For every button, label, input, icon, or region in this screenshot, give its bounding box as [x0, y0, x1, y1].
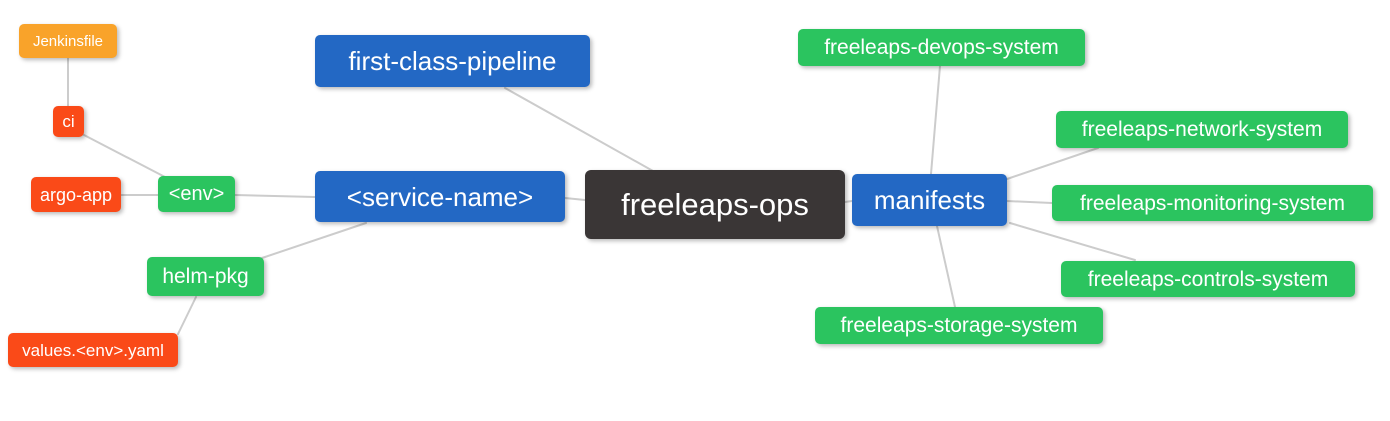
node-argo-app[interactable]: argo-app: [31, 177, 121, 212]
edge-manifests-network-system: [1006, 147, 1099, 180]
node-freeleaps-network-system[interactable]: freeleaps-network-system: [1056, 111, 1348, 148]
node-first-class-pipeline[interactable]: first-class-pipeline: [315, 35, 590, 87]
edge-service-name-freeleaps-ops: [564, 197, 586, 201]
node-jenkinsfile[interactable]: Jenkinsfile: [19, 24, 117, 58]
edge-manifests-storage-system: [936, 225, 956, 308]
node-service-name[interactable]: <service-name>: [315, 171, 565, 222]
edge-values-helm-pkg: [177, 296, 197, 335]
node-helm-pkg[interactable]: helm-pkg: [147, 257, 264, 296]
edge-ci-env: [83, 134, 166, 178]
node-freeleaps-monitoring-system[interactable]: freeleaps-monitoring-system: [1052, 185, 1373, 221]
edge-manifests-devops-system: [930, 65, 941, 175]
edge-env-service-name: [234, 194, 316, 198]
node-env[interactable]: <env>: [158, 176, 235, 212]
edge-freeleaps-ops-manifests: [844, 200, 853, 203]
node-freeleaps-devops-system[interactable]: freeleaps-devops-system: [798, 29, 1085, 66]
node-values-env-yaml[interactable]: values.<env>.yaml: [8, 333, 178, 367]
node-freeleaps-controls-system[interactable]: freeleaps-controls-system: [1061, 261, 1355, 297]
node-manifests[interactable]: manifests: [852, 174, 1007, 226]
node-ci[interactable]: ci: [53, 106, 84, 137]
edge-pipeline-freeleaps-ops: [504, 87, 654, 172]
edge-manifests-monitoring-system: [1006, 200, 1053, 204]
edge-manifests-controls-system: [1009, 222, 1136, 261]
edge-helm-pkg-service-name: [261, 222, 367, 259]
node-freeleaps-ops[interactable]: freeleaps-ops: [585, 170, 845, 239]
node-freeleaps-storage-system[interactable]: freeleaps-storage-system: [815, 307, 1103, 344]
